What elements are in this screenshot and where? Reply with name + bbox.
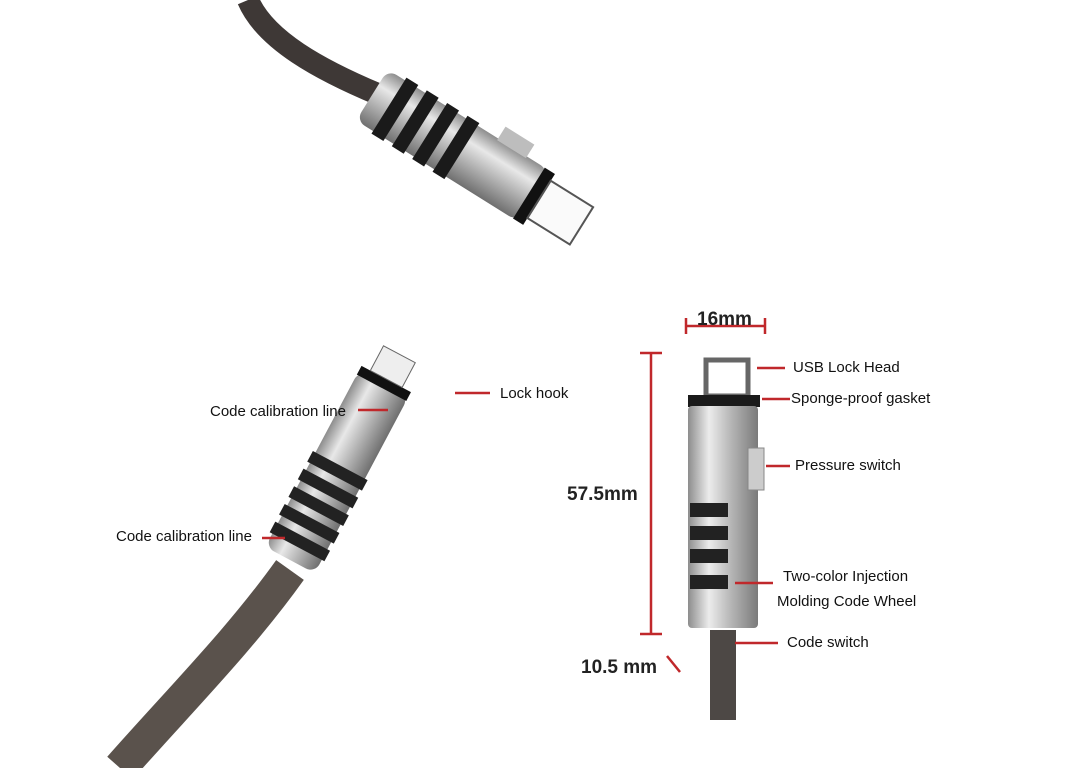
right-lock-image [688,357,765,720]
label-sponge-proof-gasket: Sponge-proof gasket [791,390,931,407]
left-lock-image [107,345,416,768]
label-code-wheel-line2: Molding Code Wheel [777,593,917,610]
label-code-wheel-line1: Two-color Injection [783,568,909,585]
cable-dimension: 10.5 mm [581,657,658,678]
label-code-calibration-line-top: Code calibration line [210,403,346,420]
width-dimension: 16mm [697,309,752,330]
label-usb-lock-head: USB Lock Head [793,359,900,376]
label-code-calibration-line-bottom: Code calibration line [116,528,252,545]
label-pressure-switch: Pressure switch [795,457,901,474]
annotation-lines [262,318,790,673]
top-lock-image [237,0,595,246]
label-lock-hook: Lock hook [500,385,569,402]
length-dimension: 57.5mm [567,484,638,505]
label-code-switch: Code switch [787,634,869,651]
